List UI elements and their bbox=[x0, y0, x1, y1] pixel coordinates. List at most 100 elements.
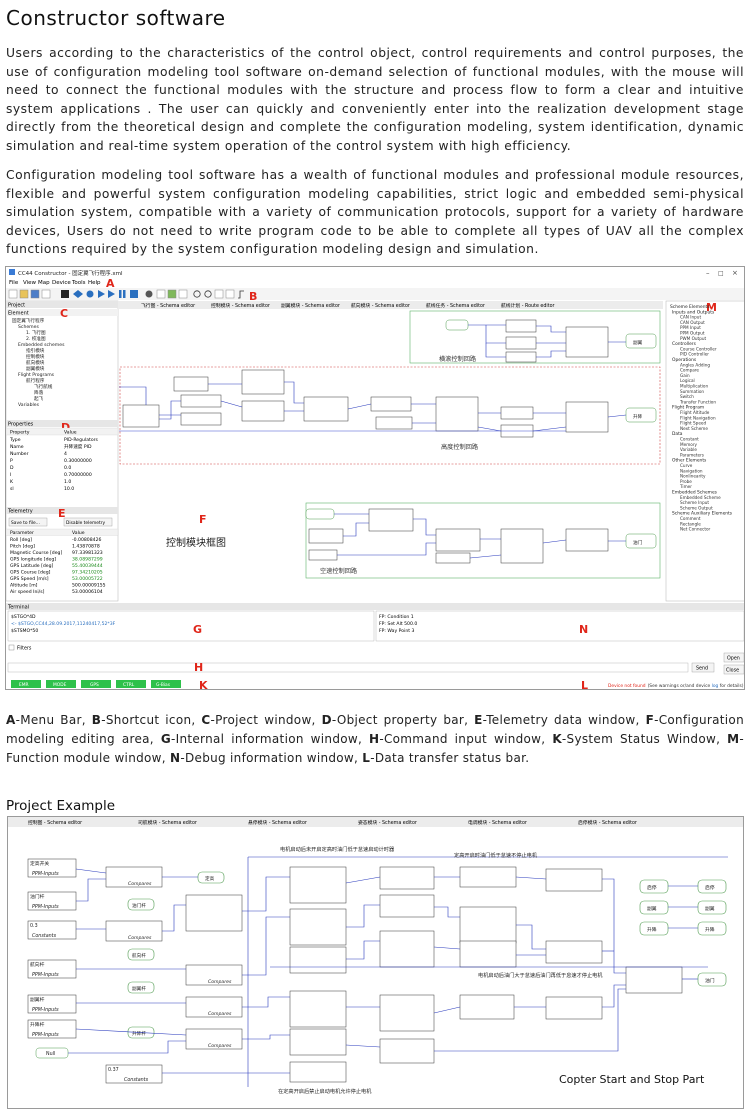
scheme-group[interactable]: Inputs and Outputs bbox=[672, 309, 715, 315]
menu-device[interactable]: Device bbox=[52, 280, 71, 286]
scheme-element[interactable]: Nonlinearity bbox=[680, 474, 706, 479]
example-tab[interactable]: 控制图 - Schema editor bbox=[28, 819, 82, 826]
scheme-element[interactable]: Logical bbox=[680, 378, 695, 383]
scheme-element[interactable]: Probe bbox=[680, 479, 692, 484]
run-icon[interactable] bbox=[108, 290, 115, 298]
tree-item[interactable]: 副翼模块 bbox=[26, 365, 45, 372]
menu-view[interactable]: View bbox=[23, 280, 37, 286]
plane-icon[interactable] bbox=[73, 290, 83, 298]
timer-block[interactable] bbox=[459, 994, 515, 1020]
airspeed-block[interactable] bbox=[435, 552, 471, 564]
save-icon[interactable] bbox=[30, 289, 40, 299]
tree-item[interactable]: 飞行航线 bbox=[34, 383, 53, 390]
switch-block[interactable] bbox=[435, 528, 481, 552]
refresh-icon[interactable] bbox=[178, 289, 188, 299]
fit-icon[interactable] bbox=[214, 289, 224, 299]
constant-block[interactable] bbox=[105, 1064, 163, 1084]
output-block[interactable] bbox=[625, 333, 657, 349]
grid-icon[interactable] bbox=[225, 289, 235, 299]
close-button[interactable] bbox=[723, 664, 744, 675]
scheme-element[interactable]: Summation bbox=[680, 389, 704, 394]
tree-item[interactable]: 起飞 bbox=[34, 396, 44, 402]
filters-checkbox[interactable] bbox=[8, 644, 15, 651]
memory-block[interactable] bbox=[545, 996, 603, 1020]
memory-block[interactable] bbox=[545, 868, 603, 892]
status-ctrl[interactable] bbox=[116, 680, 146, 688]
input-block[interactable] bbox=[27, 994, 77, 1014]
timer-block[interactable] bbox=[379, 866, 435, 890]
schema-canvas[interactable] bbox=[119, 310, 663, 601]
logic-block[interactable] bbox=[379, 930, 435, 968]
compare-block[interactable] bbox=[241, 369, 285, 395]
input-block[interactable] bbox=[122, 404, 160, 428]
output-tag[interactable] bbox=[697, 972, 727, 987]
disable-telemetry-button[interactable] bbox=[63, 517, 113, 527]
menu-file[interactable]: File bbox=[9, 280, 19, 286]
example-tab[interactable]: 电调模块 - Schema editor bbox=[468, 819, 527, 826]
scheme-element[interactable]: Embedded Scheme bbox=[680, 495, 721, 500]
menu-tools[interactable]: Tools bbox=[71, 280, 86, 286]
null-block[interactable] bbox=[305, 508, 335, 520]
logic-block[interactable] bbox=[289, 908, 347, 946]
tree-item[interactable]: 航行程序 bbox=[26, 377, 45, 384]
example-tab[interactable]: 司航模块 - Schema editor bbox=[138, 819, 197, 826]
tree-item[interactable]: Schemes bbox=[18, 324, 39, 330]
switch-block[interactable] bbox=[289, 1061, 347, 1083]
tree-item[interactable]: 固定翼飞行程序 bbox=[12, 317, 45, 324]
output-tag[interactable] bbox=[697, 879, 727, 894]
scheme-element[interactable]: Angles Adding bbox=[680, 362, 710, 367]
logic-block[interactable] bbox=[459, 906, 517, 944]
pid-block[interactable] bbox=[565, 326, 609, 358]
output-tag[interactable] bbox=[639, 921, 669, 936]
menu-map[interactable]: Map bbox=[38, 280, 50, 286]
import-icon[interactable] bbox=[156, 289, 166, 299]
gear-icon[interactable] bbox=[86, 290, 94, 298]
memory-block[interactable] bbox=[545, 940, 603, 964]
tab-route-plan[interactable]: 航线计划 - Route editor bbox=[501, 302, 555, 309]
status-mode[interactable] bbox=[46, 680, 76, 688]
switch-block[interactable] bbox=[459, 940, 517, 968]
logic-block[interactable] bbox=[379, 994, 435, 1032]
output-tag[interactable] bbox=[127, 981, 155, 994]
pid-block[interactable] bbox=[500, 528, 544, 564]
scheme-group[interactable]: Data bbox=[672, 431, 683, 437]
switch-block[interactable] bbox=[303, 396, 349, 422]
summation-block[interactable] bbox=[241, 400, 285, 422]
gain-block[interactable] bbox=[308, 549, 338, 561]
tab-control[interactable]: 控制模块 - Schema editor bbox=[211, 302, 270, 309]
status-gps[interactable] bbox=[81, 680, 111, 688]
scheme-element[interactable]: CAN Output bbox=[680, 320, 705, 325]
zoom-in-icon[interactable] bbox=[193, 290, 201, 298]
example-tab[interactable]: 姿态模块 - Schema editor bbox=[358, 819, 417, 826]
scheme-element[interactable]: Curve bbox=[680, 463, 693, 468]
scheme-group[interactable]: Scheme Auxiliary Elements bbox=[672, 511, 733, 517]
scheme-element[interactable]: Parameters bbox=[680, 452, 704, 457]
switch-block[interactable] bbox=[379, 1038, 435, 1064]
status-gbias[interactable] bbox=[151, 680, 181, 688]
example-tab[interactable]: 悬停模块 - Schema editor bbox=[248, 819, 307, 826]
nonlinearity-block[interactable] bbox=[505, 319, 537, 333]
open-folder-icon[interactable] bbox=[19, 289, 29, 299]
output-tag[interactable] bbox=[639, 879, 669, 894]
switch-block[interactable] bbox=[565, 528, 609, 552]
scheme-element[interactable]: Timer bbox=[679, 484, 692, 489]
tree-item[interactable]: 2. 校准图 bbox=[26, 335, 46, 342]
roll-input-block[interactable] bbox=[445, 319, 469, 331]
flight-speed-block[interactable] bbox=[308, 528, 344, 544]
nonlinearity-block[interactable] bbox=[370, 396, 412, 412]
scheme-group[interactable]: Other Elements bbox=[672, 458, 707, 464]
logic-block[interactable] bbox=[289, 1028, 347, 1056]
scheme-element[interactable]: PID Controller bbox=[680, 352, 709, 357]
copy-icon[interactable] bbox=[41, 289, 51, 299]
minimize-icon[interactable]: – bbox=[706, 269, 710, 277]
save-to-file-button[interactable] bbox=[8, 517, 48, 527]
constant-block[interactable] bbox=[173, 376, 209, 392]
pid-block[interactable] bbox=[565, 401, 609, 433]
tree-item[interactable]: Variables bbox=[18, 402, 40, 408]
scheme-element[interactable]: Gain bbox=[680, 373, 690, 378]
open-button[interactable] bbox=[723, 652, 744, 663]
scheme-element[interactable]: PPM Input bbox=[680, 325, 701, 330]
